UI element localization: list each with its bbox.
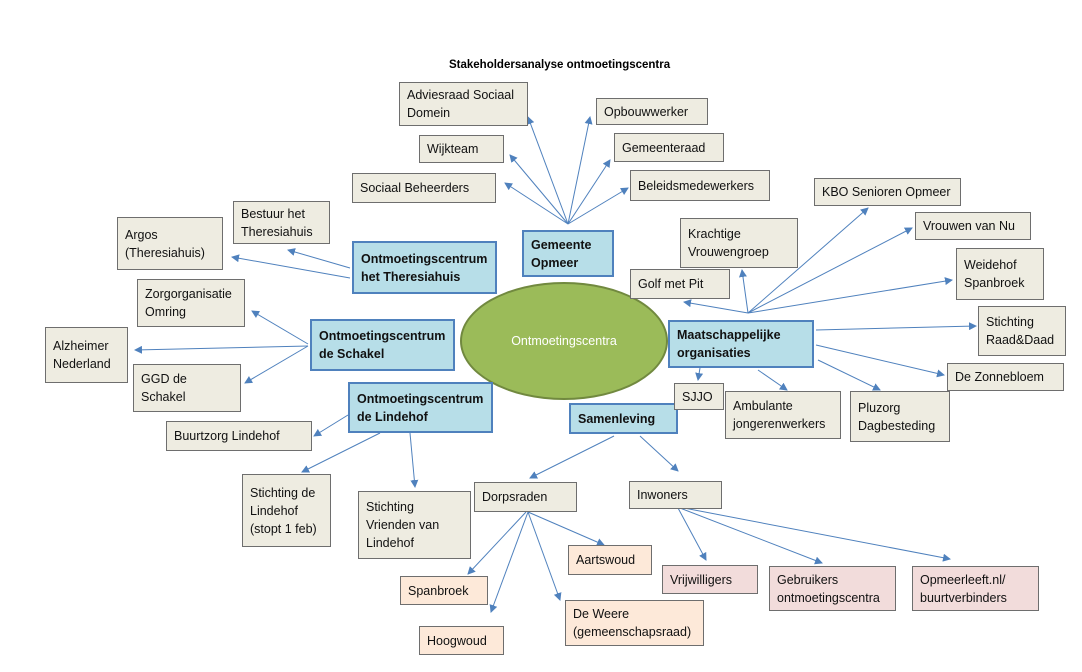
hub-maatschappelijke-organisaties: Maatschappelijke organisaties	[668, 320, 814, 368]
center-ellipse: Ontmoetingscentra	[460, 282, 668, 400]
node-pluzorg-dagbesteding: Pluzorg Dagbesteding	[850, 391, 950, 442]
node-gemeenteraad: Gemeenteraad	[614, 133, 724, 162]
node-kbo-senioren: KBO Senioren Opmeer	[814, 178, 961, 206]
hub-theresiahuis: Ontmoetingscentrum het Theresiahuis	[352, 241, 497, 294]
arrow-to-sjjo	[695, 367, 704, 381]
diagram-title: Stakeholdersanalyse ontmoetingscentra	[449, 59, 671, 71]
hub-lindehof: Ontmoetingscentrum de Lindehof	[348, 382, 493, 433]
arrow-to-kbo	[747, 207, 869, 314]
node-vrouwen-van-nu: Vrouwen van Nu	[915, 212, 1031, 240]
arrow-to-zorgorganisatie	[251, 310, 309, 345]
node-stichting-lindehof: Stichting de Lindehof (stopt 1 feb)	[242, 474, 331, 547]
arrow-to-zonnebloem	[815, 344, 945, 378]
arrow-to-adviesraad	[526, 116, 569, 225]
node-beleidsmedewerkers: Beleidsmedewerkers	[630, 170, 770, 201]
arrow-to-spanbroek	[467, 511, 527, 575]
node-opmeerleeft: Opmeerleeft.nl/ buurtverbinders	[912, 566, 1039, 611]
arrow-to-pluzorg	[817, 359, 881, 391]
node-de-weere: De Weere (gemeenschapsraad)	[565, 600, 704, 646]
arrow-to-argos	[231, 254, 351, 279]
arrow-to-alzheimer	[134, 345, 309, 354]
arrow-to-opmeerleeft	[683, 507, 951, 562]
node-sjjo: SJJO	[674, 383, 724, 410]
node-golf-met-pit: Golf met Pit	[630, 269, 730, 299]
arrow-to-vrienden-lindehof	[409, 432, 419, 488]
arrow-to-dorpsraden	[529, 435, 615, 479]
arrow-to-hoogwoud	[489, 511, 529, 613]
node-ambulante-jongerenwerkers: Ambulante jongerenwerkers	[725, 391, 841, 439]
arrow-to-wijkteam	[509, 154, 569, 225]
node-dorpsraden: Dorpsraden	[474, 482, 577, 512]
node-de-zonnebloem: De Zonnebloem	[947, 363, 1064, 391]
node-inwoners: Inwoners	[629, 481, 722, 509]
arrow-to-stichting-lindehof	[301, 432, 381, 473]
node-aartswoud: Aartswoud	[568, 545, 652, 575]
node-argos: Argos (Theresiahuis)	[117, 217, 223, 270]
hub-gemeente-opmeer: Gemeente Opmeer	[522, 230, 614, 277]
arrow-to-raad-daad	[815, 322, 977, 331]
node-gebruikers-ontmoetingscentra: Gebruikers ontmoetingscentra	[769, 566, 896, 611]
arrow-to-ggd	[244, 345, 309, 384]
node-opbouwwerker: Opbouwwerker	[596, 98, 708, 125]
arrow-to-gemeenteraad	[567, 159, 611, 225]
node-sociaal-beheerders: Sociaal Beheerders	[352, 173, 496, 203]
node-vrienden-lindehof: Stichting Vrienden van Lindehof	[358, 491, 471, 559]
arrow-to-vrouwen-van-nu	[747, 227, 913, 314]
arrow-to-golf	[683, 299, 749, 314]
node-zorgorganisatie-omring: Zorgorganisatie Omring	[137, 279, 245, 327]
hub-samenleving: Samenleving	[569, 403, 678, 434]
arrow-to-bestuur-theresiahuis	[287, 248, 351, 269]
node-buurtzorg-lindehof: Buurtzorg Lindehof	[166, 421, 312, 451]
arrow-to-krachtige	[739, 269, 749, 314]
node-alzheimer-nederland: Alzheimer Nederland	[45, 327, 128, 383]
arrow-to-opbouwwerker	[567, 116, 593, 225]
node-krachtige-vrouwengroep: Krachtige Vrouwengroep	[680, 218, 798, 268]
arrow-to-buurtzorg	[313, 414, 349, 437]
center-label: Ontmoetingscentra	[511, 334, 617, 348]
node-hoogwoud: Hoogwoud	[419, 626, 504, 655]
node-weidehof-spanbroek: Weidehof Spanbroek	[956, 248, 1044, 300]
node-wijkteam: Wijkteam	[419, 135, 504, 163]
arrow-to-aartswoud	[527, 511, 605, 546]
hub-schakel: Ontmoetingscentrum de Schakel	[310, 319, 455, 371]
arrow-to-de-weere	[527, 511, 562, 601]
arrow-to-ambulante	[757, 369, 788, 391]
node-vrijwilligers: Vrijwilligers	[662, 565, 758, 594]
node-spanbroek: Spanbroek	[400, 576, 488, 605]
arrow-to-sociaal-beheerders	[504, 182, 569, 225]
arrow-to-inwoners	[639, 435, 679, 472]
arrow-to-beleidsmedewerkers	[567, 187, 629, 225]
arrow-to-vrijwilligers	[677, 507, 707, 561]
node-stichting-raad-daad: Stichting Raad&Daad	[978, 306, 1066, 356]
arrow-to-weidehof	[747, 277, 953, 314]
node-adviesraad: Adviesraad Sociaal Domein	[399, 82, 528, 126]
node-ggd-schakel: GGD de Schakel	[133, 364, 241, 412]
node-bestuur-theresiahuis: Bestuur het Theresiahuis	[233, 201, 330, 244]
arrow-to-gebruikers	[679, 507, 823, 565]
